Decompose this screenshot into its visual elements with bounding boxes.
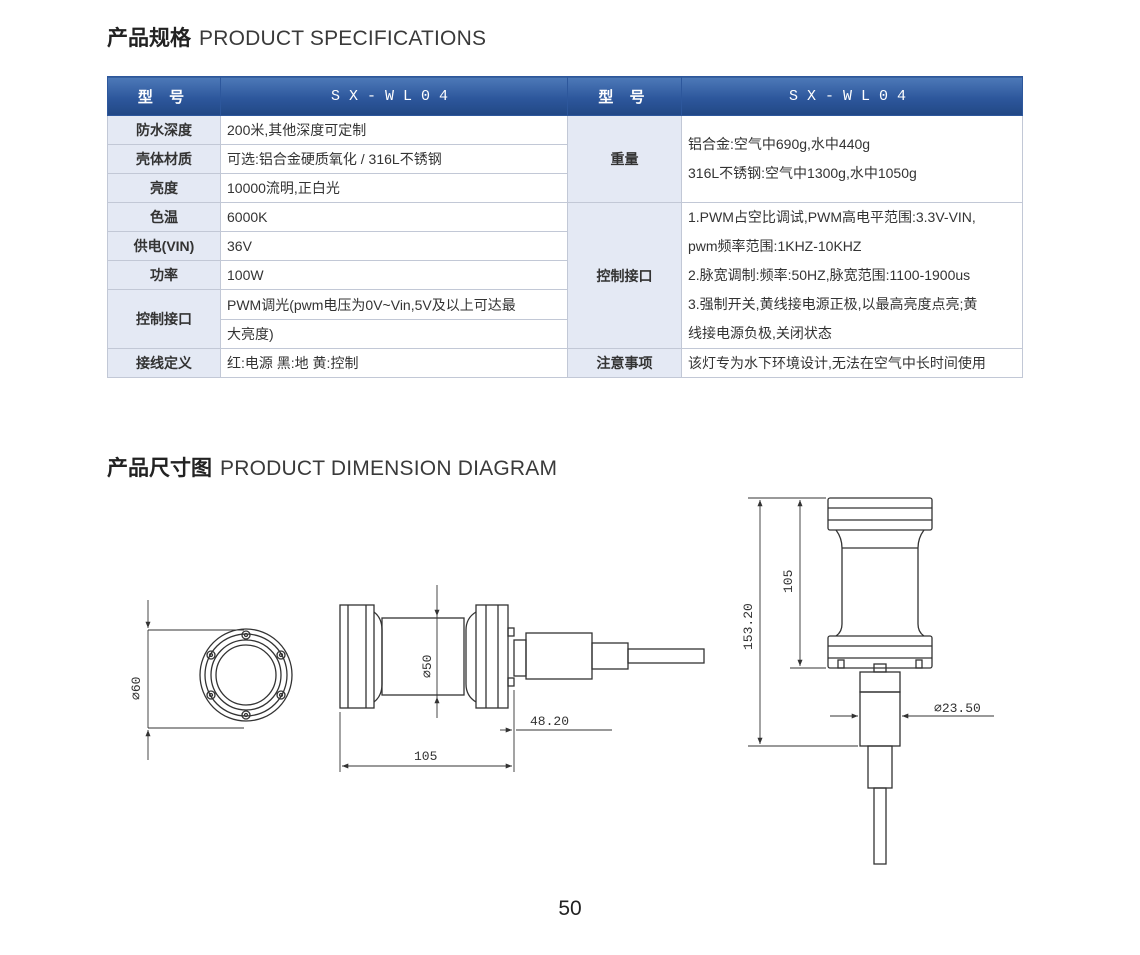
dim-cable-length: 48.20	[530, 714, 569, 729]
dimension-title-en: PRODUCT DIMENSION DIAGRAM	[220, 457, 558, 480]
side-rear-cap	[475, 604, 509, 709]
row-label-control-left: 控制接口	[107, 289, 221, 349]
front-flange	[204, 633, 288, 717]
side-connector	[525, 632, 593, 680]
row-label-control-right: 控制接口	[567, 202, 682, 349]
weight-line-1: 铝合金:空气中690g,水中440g	[688, 136, 871, 152]
front-view	[145, 600, 293, 760]
front-outer-ring	[199, 628, 293, 722]
side-connector-base	[513, 639, 527, 677]
spec-section-title: 产品规格 PRODUCT SPECIFICATIONS	[107, 22, 486, 52]
row-value-waterproof: 200米,其他深度可定制	[220, 115, 568, 145]
page-number: 50	[558, 897, 582, 920]
control-line-1: 1.PWM占空比调试,PWM高电平范围:3.3V-VIN,	[688, 209, 976, 225]
table-row: 亮度 10000流明,正白光	[107, 173, 1023, 203]
dim-body-diameter: ∅50	[420, 655, 435, 678]
dim-body-length: 105	[414, 749, 437, 764]
side-strain-relief	[591, 642, 629, 670]
dim-top-height: 105	[781, 570, 796, 593]
control-line-2: pwm频率范围:1KHZ-10KHZ	[688, 238, 862, 254]
row-value-brightness: 10000流明,正白光	[220, 173, 568, 203]
row-label-notice: 注意事项	[567, 348, 682, 378]
row-value-notice: 该灯专为水下环境设计,无法在空气中长时间使用	[681, 348, 1023, 378]
side-view	[339, 604, 705, 709]
side-dimension-lines	[339, 585, 612, 772]
header-label-right: 型 号	[567, 76, 682, 116]
spec-table-header: 型 号 SX-WL04 型 号 SX-WL04	[107, 76, 1023, 116]
side-rear-taper	[465, 611, 477, 703]
row-label-color-temp: 色温	[107, 202, 221, 232]
vertical-screw-left	[837, 659, 845, 669]
side-front-taper	[373, 611, 383, 703]
control-line-4: 3.强制开关,黄线接电源正极,以最高亮度点亮;黄	[688, 296, 978, 312]
table-row: 防水深度 200米,其他深度可定制 重量 铝合金:空气中690g,水中440g …	[107, 115, 1023, 203]
side-screw-top	[507, 627, 515, 637]
row-value-control-left-1: PWM调光(pwm电压为0V~Vin,5V及以上可达最	[220, 289, 568, 320]
row-value-housing: 可选:铝合金硬质氧化 / 316L不锈钢	[220, 144, 568, 174]
spec-title-en: PRODUCT SPECIFICATIONS	[199, 27, 487, 50]
row-value-control-right: 1.PWM占空比调试,PWM高电平范围:3.3V-VIN, pwm频率范围:1K…	[681, 202, 1023, 349]
side-cable	[627, 648, 705, 664]
row-value-wiring: 红:电源 黑:地 黄:控制	[220, 348, 568, 378]
side-front-cap	[339, 604, 375, 709]
row-label-power-supply: 供电(VIN)	[107, 231, 221, 261]
vertical-cable	[873, 787, 887, 865]
front-inner-ring	[210, 639, 282, 711]
front-screws	[206, 630, 286, 720]
row-label-brightness: 亮度	[107, 173, 221, 203]
spec-title-zh: 产品规格	[107, 27, 191, 50]
vertical-bottom-cap	[827, 635, 933, 669]
front-lens	[215, 644, 277, 706]
dim-total-height: 153.20	[741, 603, 756, 650]
row-label-waterproof: 防水深度	[107, 115, 221, 145]
vertical-right-taper	[917, 529, 925, 637]
side-screw-bottom	[507, 677, 515, 687]
vertical-view	[827, 497, 933, 865]
row-label-housing: 壳体材质	[107, 144, 221, 174]
dim-front-diameter: ∅60	[129, 677, 144, 700]
vertical-top-cap	[827, 497, 933, 531]
header-model-right: SX-WL04	[681, 76, 1023, 116]
dim-connector-diameter: ∅23.50	[934, 701, 981, 716]
control-line-3: 2.脉宽调制:频率:50HZ,脉宽范围:1100-1900us	[688, 267, 971, 283]
table-row: 色温 6000K 控制接口 1.PWM占空比调试,PWM高电平范围:3.3V-V…	[107, 202, 1023, 349]
vertical-connector-top	[859, 671, 901, 693]
vertical-screw-right	[915, 659, 923, 669]
header-model-left: SX-WL04	[220, 76, 568, 116]
row-label-weight: 重量	[567, 115, 682, 203]
header-label-left: 型 号	[107, 76, 221, 116]
table-row: 接线定义 红:电源 黑:地 黄:控制 注意事项 该灯专为水下环境设计,无法在空气…	[107, 348, 1023, 378]
vertical-connector	[859, 691, 901, 747]
weight-line-2: 316L不锈钢:空气中1300g,水中1050g	[688, 165, 917, 181]
spec-table: 型 号 SX-WL04 型 号 SX-WL04 防水深度 200米,其他深度可定…	[107, 76, 1023, 378]
vertical-strain-relief	[867, 745, 893, 789]
vertical-dimension-lines	[748, 497, 994, 747]
dimension-title-zh: 产品尺寸图	[107, 457, 212, 480]
control-line-5: 线接电源负极,关闭状态	[688, 325, 832, 341]
side-body	[381, 617, 465, 696]
vertical-left-taper	[835, 529, 843, 637]
row-value-color-temp: 6000K	[220, 202, 568, 232]
table-row: 壳体材质 可选:铝合金硬质氧化 / 316L不锈钢	[107, 144, 1023, 174]
row-label-wiring: 接线定义	[107, 348, 221, 378]
table-row: 控制接口 PWM调光(pwm电压为0V~Vin,5V及以上可达最	[107, 289, 1023, 349]
dimension-section-title: 产品尺寸图 PRODUCT DIMENSION DIAGRAM	[107, 452, 557, 482]
